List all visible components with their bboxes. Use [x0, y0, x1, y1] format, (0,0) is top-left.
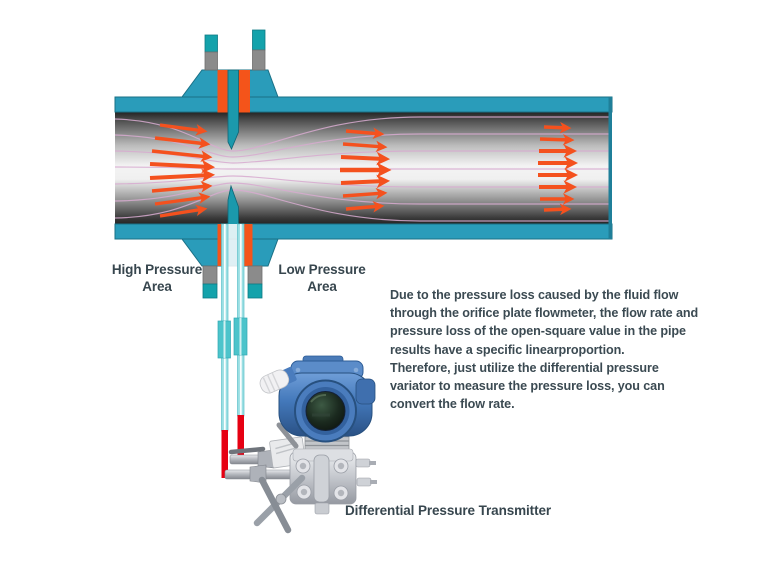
description-line: results have a specific linearproportion…: [390, 342, 625, 357]
high-pressure-area-label: High Pressure Area: [111, 262, 203, 295]
description-line: variator to measure the pressure loss, y…: [390, 379, 665, 394]
transmitter-display: [294, 379, 357, 443]
pressure-tap-bottom-high: [202, 265, 218, 299]
description-line: pressure loss of the open-square value i…: [390, 324, 686, 339]
pressure-tap-top-low: [252, 29, 266, 71]
transmitter-caption: Differential Pressure Transmitter: [345, 503, 552, 518]
manifold-inlet-pipes: [221, 430, 297, 484]
description-line: Due to the pressure loss caused by the f…: [390, 288, 679, 302]
low-pressure-area-label: Low Pressure Area: [278, 262, 366, 295]
differential-pressure-transmitter: [221, 355, 377, 534]
impulse-line-low: [233, 223, 248, 455]
description-line: through the orifice plate flowmeter, the…: [390, 306, 699, 321]
flow-arrows-middle: [340, 127, 392, 213]
valve-manifold: [269, 422, 377, 515]
cable-gland: [259, 367, 297, 394]
orifice-plate-top: [227, 69, 239, 150]
description-line: Therefore, just utilize the differential…: [390, 360, 659, 375]
description-paragraph: Due to the pressure loss caused by the f…: [390, 286, 700, 413]
description-line: convert the flow rate.: [390, 397, 515, 412]
valve-handles: [253, 474, 306, 534]
flow-arrows-inlet: [149, 123, 216, 218]
pressure-tap-top-high: [204, 34, 218, 71]
flow-arrows-outlet: [538, 121, 579, 216]
pressure-tap-bottom-low: [247, 265, 263, 299]
